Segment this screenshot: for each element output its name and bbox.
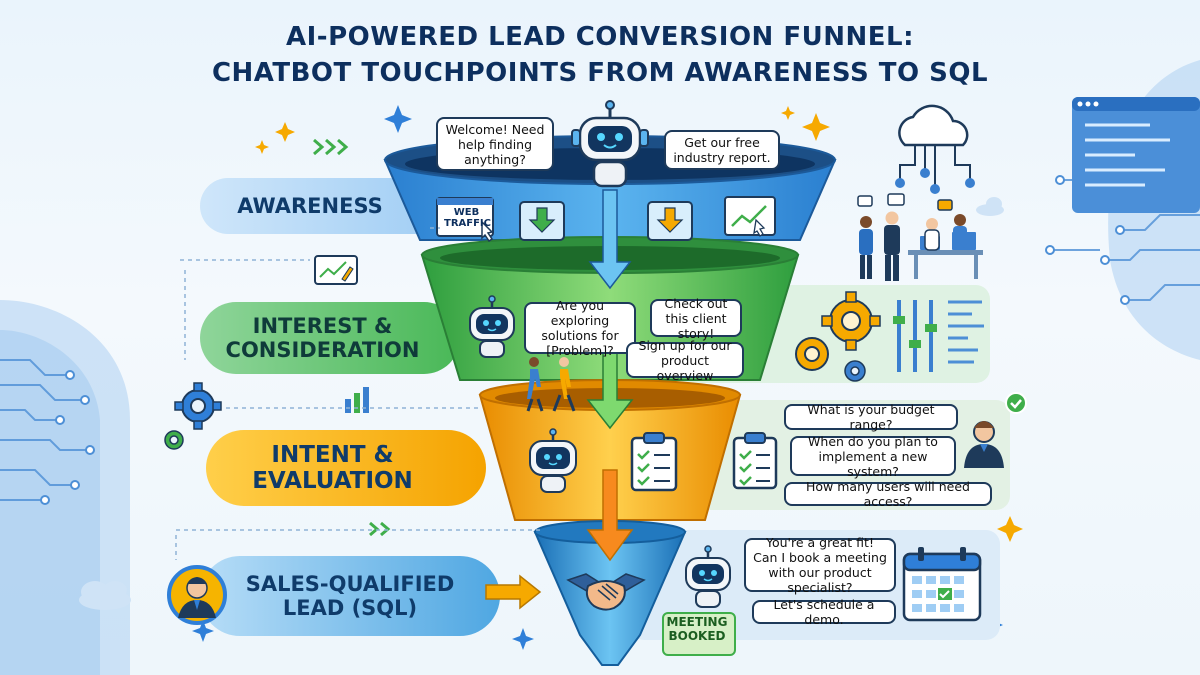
stage-awareness-label: AWARENESS <box>237 193 383 218</box>
clipboard-icon <box>630 432 678 492</box>
robot-icon <box>571 100 649 188</box>
stage-sql-line2: LEAD (SQL) <box>282 596 418 620</box>
bubble-signup: Sign up for our product overview <box>626 338 744 383</box>
web-traffic-line2: TRAFFIC <box>444 217 491 229</box>
stage-awareness: AWARENESS <box>200 178 420 234</box>
meeting-booked-line1: MEETING <box>666 615 728 629</box>
bubble-great-fit: You're a great fit! Can I book a meeting… <box>744 535 896 595</box>
web-traffic-window-icon <box>436 197 494 243</box>
bubble-free-report: Get our free industry report. <box>664 130 780 170</box>
bar-chart-icon <box>345 387 369 413</box>
stage-intent-line2: EVALUATION <box>252 468 413 494</box>
question-budget: What is your budget range? <box>784 402 958 432</box>
robot-icon <box>469 295 515 358</box>
meeting-booked-badge <box>662 612 736 656</box>
calendar-icon <box>902 547 982 622</box>
growth-chart-icon <box>724 196 776 237</box>
question-timeline: When do you plan to implement a new syst… <box>790 434 956 479</box>
avatar <box>167 565 227 625</box>
slider-bars-icon <box>893 300 937 372</box>
person-icon <box>964 421 1004 468</box>
stage-interest-line1: INTEREST & <box>252 313 393 338</box>
handshake-icon <box>566 573 646 611</box>
gear-icon <box>821 291 881 351</box>
stage-interest-line2: CONSIDERATION <box>225 338 420 362</box>
gear-icon <box>844 360 866 382</box>
gear-icon <box>174 382 222 430</box>
web-traffic-label: WEB TRAFFIC <box>444 207 491 229</box>
bubble-welcome: Welcome! Need help finding anything? <box>436 117 554 171</box>
walking-people-icon <box>526 357 576 412</box>
stage-sql-line1: SALES-QUALIFIED <box>245 571 455 596</box>
robot-icon <box>685 545 731 608</box>
team-icon <box>857 193 983 281</box>
stage-sql: SALES-QUALIFIED LEAD (SQL) <box>230 556 470 636</box>
stage-intent: INTENT & EVALUATION <box>210 430 455 506</box>
question-users: How many users will need access? <box>784 479 992 509</box>
web-traffic-line1: WEB <box>453 207 480 218</box>
bubble-client-story: Check out this client story! <box>650 296 742 341</box>
gear-icon <box>164 430 184 450</box>
stage-intent-line1: INTENT & <box>271 441 394 468</box>
title-line-1: AI-POWERED LEAD CONVERSION FUNNEL: <box>286 22 914 52</box>
title-line-2: CHATBOT TOUCHPOINTS FROM AWARENESS TO SQ… <box>211 58 989 88</box>
meeting-booked-label: MEETING BOOKED <box>662 615 732 644</box>
bubble-schedule: Let's schedule a demo. <box>752 597 896 627</box>
gear-icon <box>795 337 829 371</box>
meeting-booked-line2: BOOKED <box>668 628 726 643</box>
chart-window-icon <box>314 255 358 285</box>
stage-interest: INTEREST & CONSIDERATION <box>200 302 445 374</box>
checkmark-icon <box>1005 392 1027 414</box>
robot-icon <box>529 428 577 493</box>
cloud-network-icon <box>895 104 975 194</box>
clipboard-icon <box>732 432 778 490</box>
code-lines-icon <box>948 300 984 364</box>
download-orange-icon <box>647 201 693 241</box>
download-green-icon <box>519 201 565 241</box>
